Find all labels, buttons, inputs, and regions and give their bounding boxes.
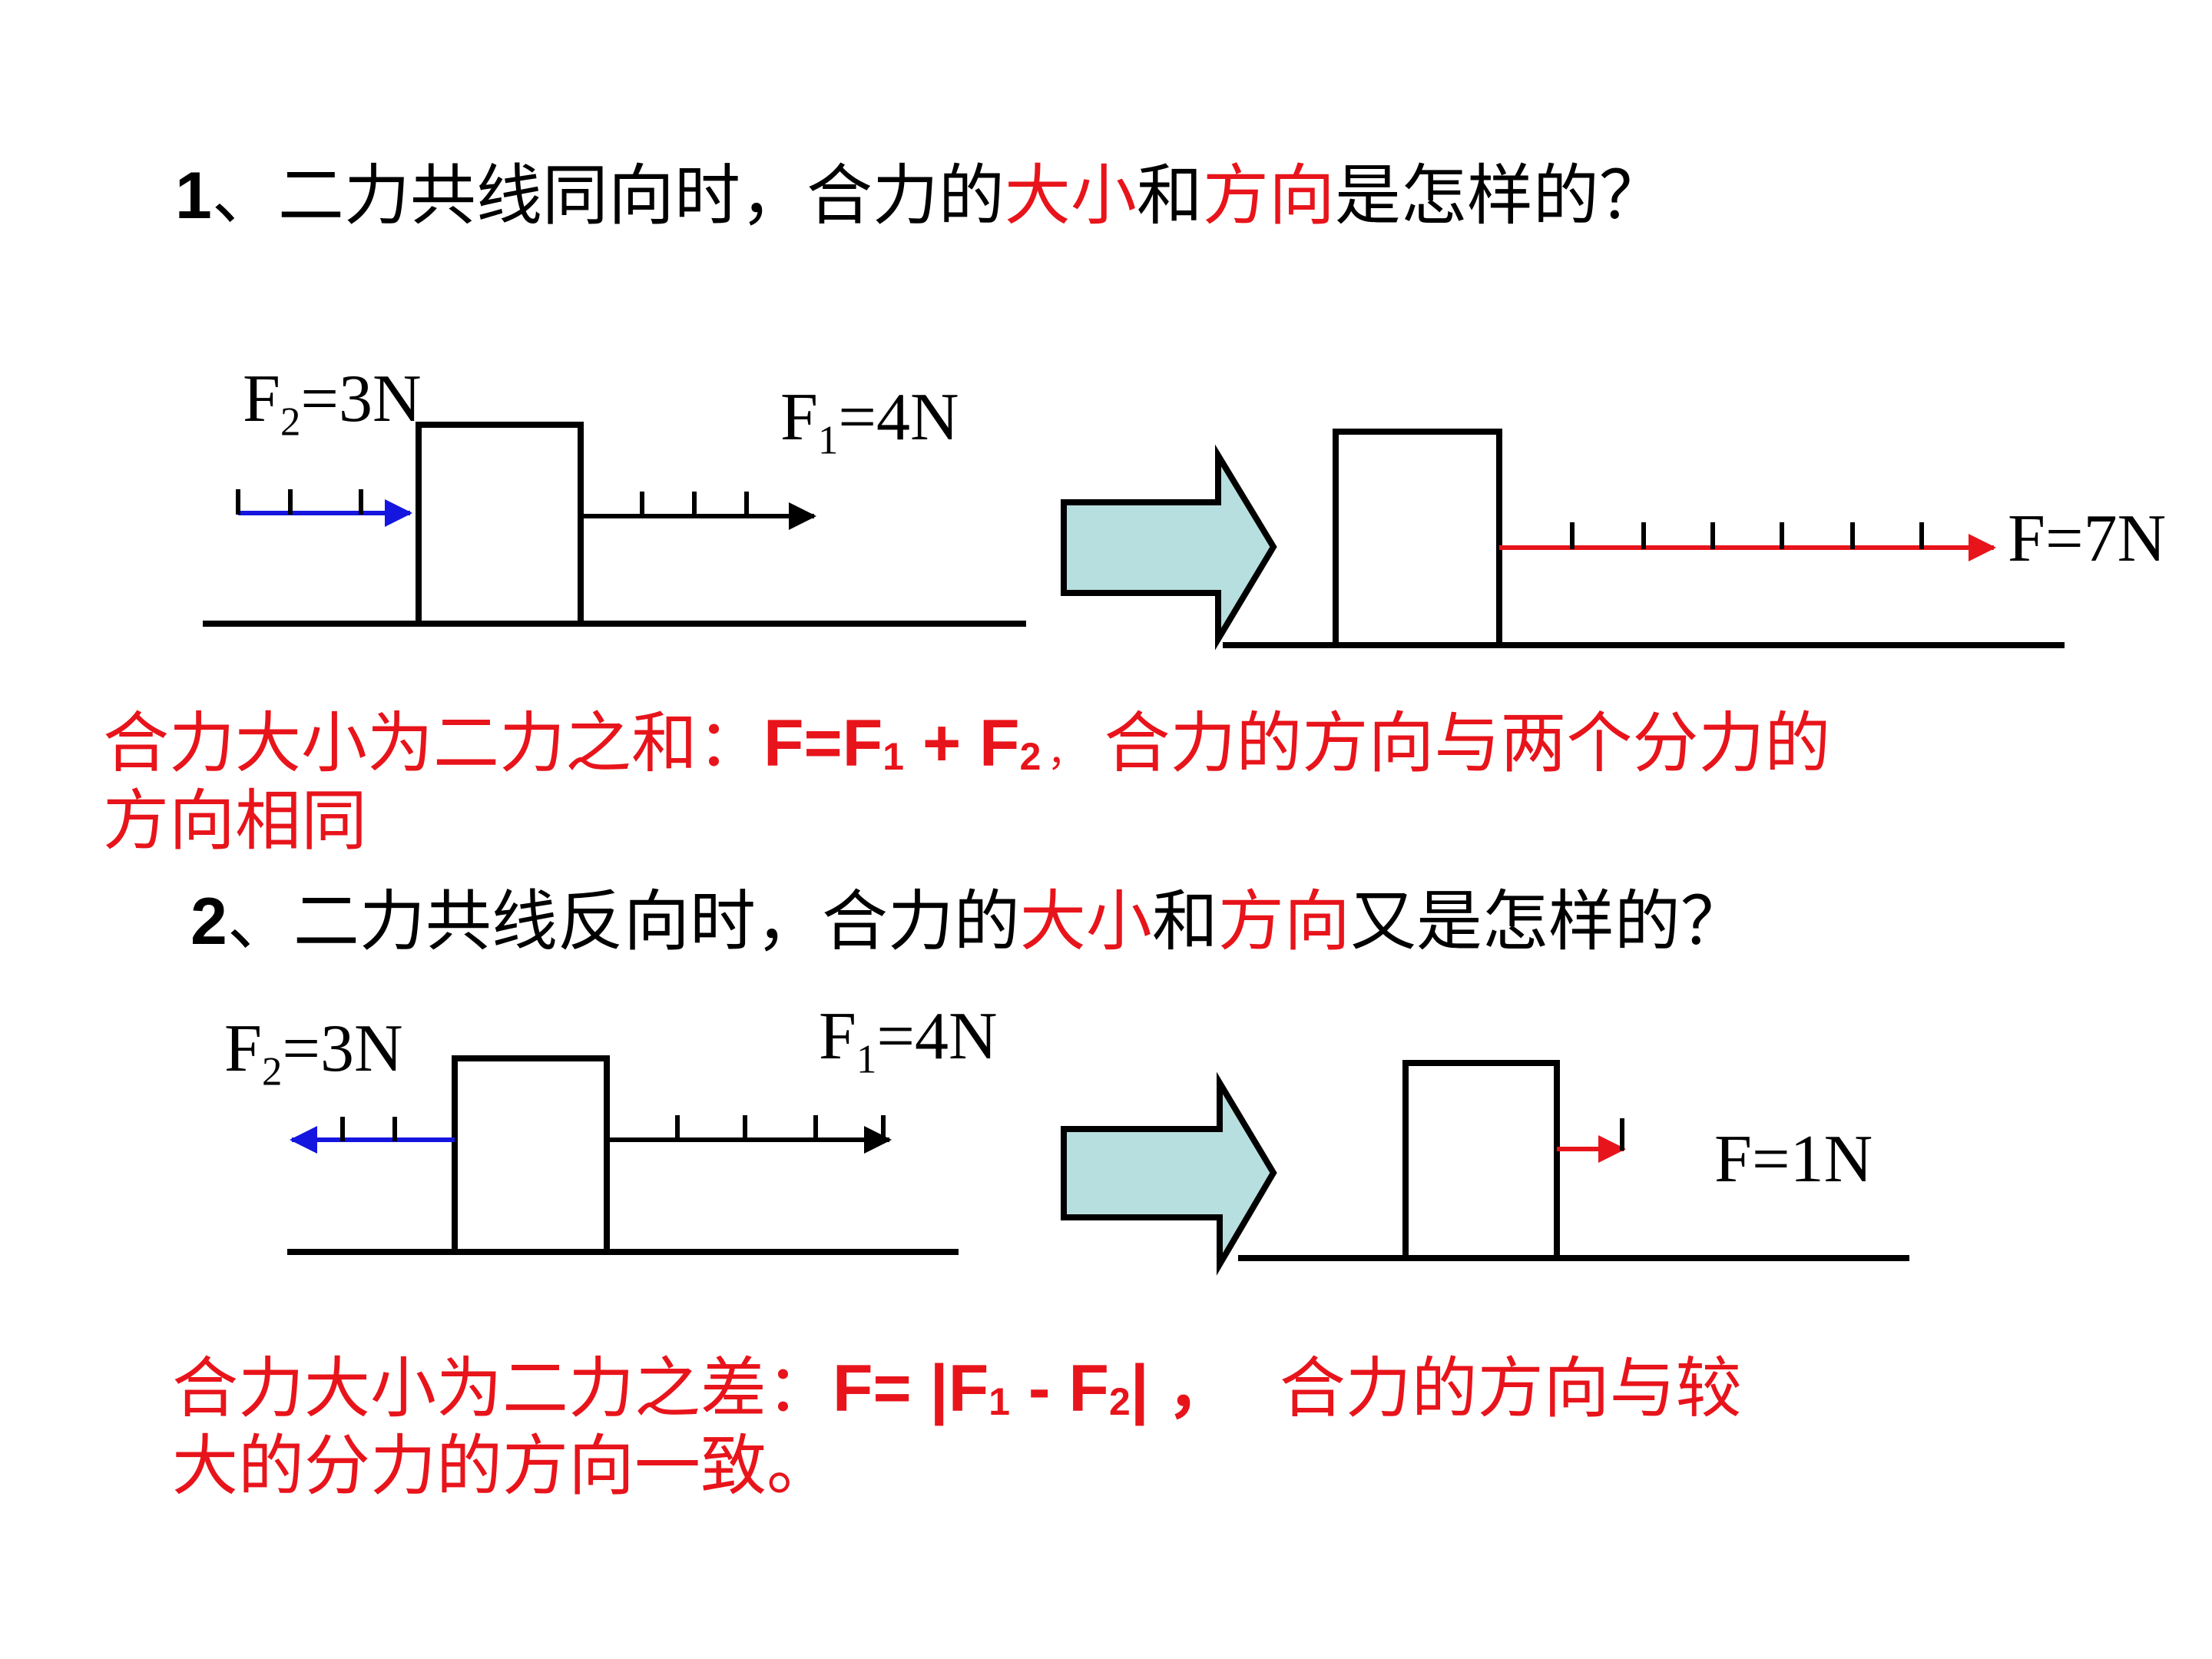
formula-sum-sub-2: 2 — [1019, 734, 1041, 778]
label-resultant-diagram-1: F=7N — [2008, 502, 2167, 576]
diagram-1-result — [1223, 429, 2065, 648]
conclusion-2-direction-text: 合力的方向与较 — [1279, 1350, 1742, 1427]
resultant-force-arrow — [1499, 522, 1996, 561]
force-f2-arrow — [236, 489, 412, 527]
force-f2-arrow — [290, 1117, 455, 1154]
conclusion-1-line-1: 合力大小为二力之和：F=F1 + F2， 合力的方向与两个分力的 — [103, 705, 2192, 783]
question-1: 1、二力共线同向时，合力的大小和方向是怎样的？ — [175, 163, 1665, 229]
formula-sum-sub-1: 1 — [882, 734, 905, 778]
diagram-1-input — [203, 422, 1026, 627]
formula-difference-sub-2: 2 — [1108, 1379, 1131, 1423]
question-1-keyword-magnitude: 大小 — [1004, 157, 1137, 234]
block — [1402, 1060, 1560, 1261]
resultant-force-arrow — [1557, 1118, 1626, 1163]
conclusion-2-lead: 合力大小为二力之差： — [172, 1350, 833, 1427]
question-2-text-a: 、二力共线反向时，合力的 — [227, 883, 1020, 960]
conclusion-2-line-2: 大的分力的方向一致。 — [172, 1427, 833, 1505]
label-f1-diagram-2: F1=4N — [819, 999, 998, 1082]
formula-sum: F=F1 + F2 — [763, 707, 1041, 780]
label-f2-diagram-1: F2=3N — [243, 362, 422, 445]
question-2-text-c: 又是怎样的？ — [1349, 883, 1747, 960]
conclusion-2: 合力大小为二力之差：F= |F1 - F2| ，合力的方向与较 大的分力的方向一… — [172, 1350, 2169, 1505]
formula-difference-part-a: F= |F — [833, 1352, 989, 1426]
conclusion-1: 合力大小为二力之和：F=F1 + F2， 合力的方向与两个分力的 方向相同 — [103, 705, 2192, 859]
block — [416, 422, 584, 627]
formula-sum-part-b: + F — [904, 707, 1020, 780]
label-f1-diagram-1: F1=4N — [780, 380, 959, 463]
formula-sum-part-a: F=F — [763, 707, 883, 780]
block — [1333, 429, 1502, 648]
force-f1-arrow — [581, 492, 816, 530]
conclusion-1-direction-text: 合力的方向与两个分力的 — [1104, 705, 1831, 782]
question-2-keyword-magnitude: 大小 — [1019, 883, 1152, 960]
question-2-text-b: 和 — [1151, 883, 1218, 960]
formula-difference-sub-1: 1 — [988, 1379, 1010, 1423]
block — [452, 1055, 610, 1255]
label-f2-diagram-2: F2=3N — [224, 1012, 403, 1094]
diagram-2-result — [1238, 1060, 1909, 1261]
conclusion-2-line-1: 合力大小为二力之差：F= |F1 - F2| ，合力的方向与较 — [172, 1350, 2169, 1428]
question-1-text-a: 、二力共线同向时，合力的 — [211, 157, 1005, 234]
formula-difference-part-c: | ， — [1130, 1352, 1233, 1426]
conclusion-1-line-2: 方向相同 — [103, 782, 367, 859]
label-resultant-diagram-2: F=1N — [1714, 1122, 1873, 1197]
question-2-number: 2 — [190, 885, 227, 959]
question-2: 2、二力共线反向时，合力的大小和方向又是怎样的？ — [190, 889, 1747, 955]
force-f1-arrow — [607, 1115, 892, 1154]
conclusion-1-separator: ， — [1047, 730, 1086, 775]
transition-arrow-2 — [1061, 1071, 1277, 1276]
question-1-number: 1 — [175, 159, 212, 233]
conclusion-1-lead: 合力大小为二力之和： — [103, 705, 763, 782]
diagram-2-input — [287, 1055, 959, 1255]
question-1-text-b: 和 — [1136, 157, 1203, 234]
question-1-text-c: 是怎样的？ — [1334, 157, 1665, 234]
formula-difference-part-b: - F — [1010, 1352, 1109, 1426]
formula-difference: F= |F1 - F2| ， — [833, 1352, 1280, 1426]
question-2-keyword-direction: 方向 — [1217, 883, 1350, 960]
transition-arrow-1 — [1061, 444, 1277, 651]
question-1-keyword-direction: 方向 — [1202, 157, 1335, 234]
